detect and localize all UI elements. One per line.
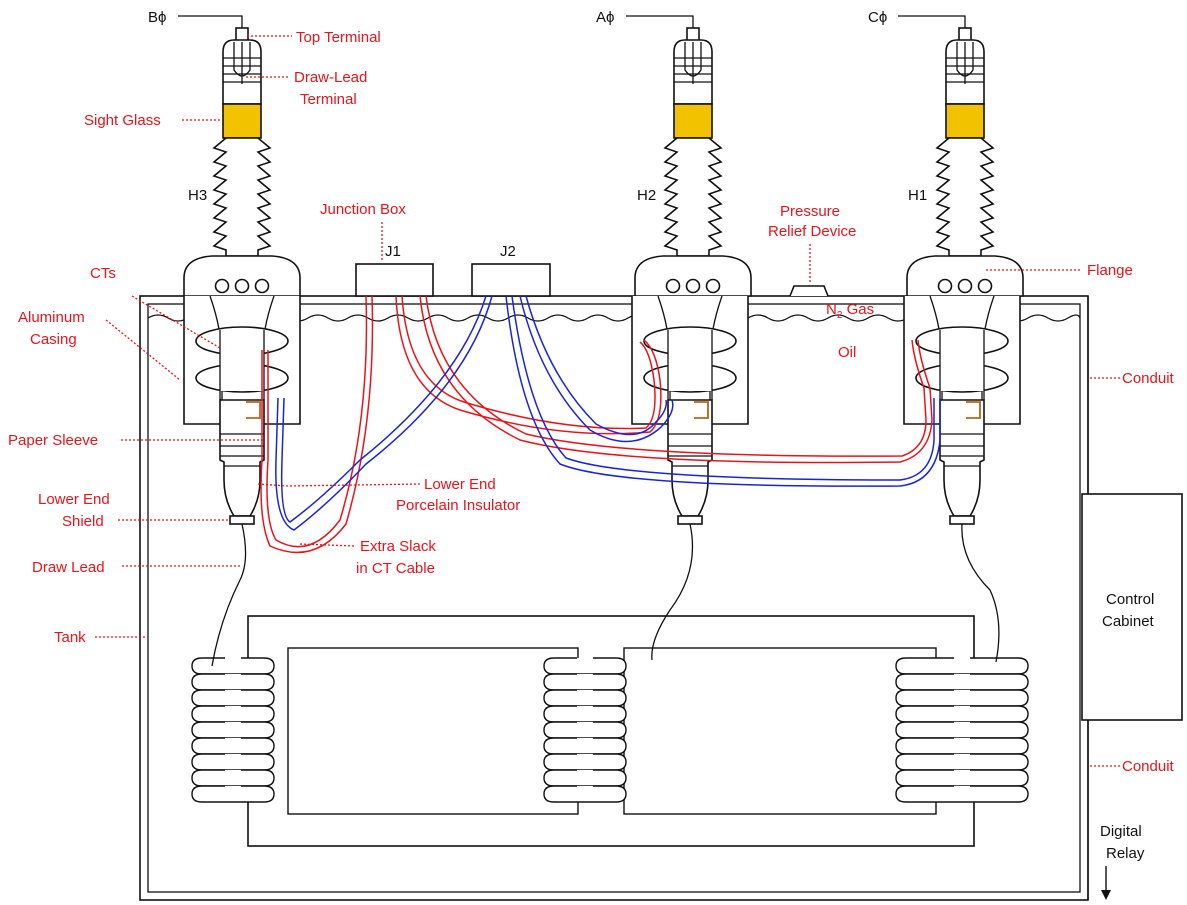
bushing-h1-label: H1 <box>908 187 927 204</box>
bushing-h2-label: H2 <box>637 187 656 204</box>
lower-end-shield-label-1: Lower End <box>38 491 110 508</box>
coil-turn <box>895 769 1029 787</box>
control-cabinet <box>1081 493 1183 721</box>
coil-right <box>895 657 1029 803</box>
coil-turn <box>191 657 275 675</box>
coil-turn <box>895 705 1029 723</box>
coil-turn <box>191 673 275 691</box>
phase-c-label: Cϕ <box>868 9 887 26</box>
coil-turn <box>543 753 627 771</box>
coil-turn <box>895 673 1029 691</box>
digital-relay-arrow <box>1101 866 1111 900</box>
coil-turn <box>191 753 275 771</box>
lower-end-porcelain-label-2: Porcelain Insulator <box>396 497 520 514</box>
phase-a-label: Aϕ <box>596 9 614 26</box>
coil-turn <box>895 737 1029 755</box>
coil-turn <box>543 673 627 691</box>
coil-left <box>191 657 275 803</box>
coil-turn <box>191 705 275 723</box>
coil-turn <box>543 769 627 787</box>
cts-label: CTs <box>90 265 116 282</box>
coil-turn <box>895 721 1029 739</box>
coil-turn <box>191 689 275 707</box>
coil-turn <box>543 705 627 723</box>
coil-turn <box>543 689 627 707</box>
conduit-upper-label: Conduit <box>1122 370 1175 387</box>
phase-b-lead <box>178 15 243 28</box>
junction-j2-label: J2 <box>500 243 516 260</box>
coil-turn <box>543 737 627 755</box>
coil-turn <box>895 785 1029 803</box>
leader-lines <box>95 35 1120 767</box>
phase-c-lead <box>898 15 966 28</box>
pressure-relief-label-2: Relief Device <box>768 223 856 240</box>
coil-center <box>543 657 627 803</box>
bushing-h3-label: H3 <box>188 187 207 204</box>
digital-relay-label-1: Digital <box>1100 823 1142 840</box>
draw-lead-label: Draw Lead <box>32 559 105 576</box>
junction-box-j1 <box>355 263 434 297</box>
tank-label: Tank <box>54 629 86 646</box>
conduit-lower-label: Conduit <box>1122 758 1175 775</box>
coil-turn <box>543 785 627 803</box>
phase-a-lead <box>626 15 694 28</box>
top-terminal-label: Top Terminal <box>296 29 381 46</box>
coil-turn <box>191 785 275 803</box>
coil-turn <box>543 657 627 675</box>
draw-lead-terminal-label-2: Terminal <box>300 91 357 108</box>
paper-sleeve-label: Paper Sleeve <box>8 432 98 449</box>
coil-turn <box>895 753 1029 771</box>
ct-cables <box>260 295 941 554</box>
phase-b-label: Bϕ <box>148 9 166 26</box>
draw-lead-terminal-label-1: Draw-Lead <box>294 69 367 86</box>
coil-turn <box>895 689 1029 707</box>
draw-lead-h2 <box>651 523 694 661</box>
coil-turn <box>895 657 1029 675</box>
aluminum-casing-label-2: Casing <box>30 331 77 348</box>
sight-glass-label: Sight Glass <box>84 112 161 129</box>
control-cabinet-label-2: Cabinet <box>1102 613 1155 630</box>
draw-lead-h3 <box>211 523 247 667</box>
flange-label: Flange <box>1087 262 1133 279</box>
extra-slack-label-1: Extra Slack <box>360 538 436 555</box>
coil-turn <box>191 737 275 755</box>
n2-gas-label: N2 Gas <box>826 301 874 321</box>
draw-lead-h1 <box>961 523 1000 663</box>
junction-j1-label: J1 <box>385 243 401 260</box>
control-cabinet-label-1: Control <box>1106 591 1154 608</box>
extra-slack-label-2: in CT Cable <box>356 560 435 577</box>
junction-box-label: Junction Box <box>320 201 406 218</box>
lower-end-shield-label-2: Shield <box>62 513 104 530</box>
coil-turn <box>191 769 275 787</box>
junction-box-j2 <box>471 263 551 297</box>
lower-end-porcelain-label-1: Lower End <box>424 476 496 493</box>
digital-relay-label-2: Relay <box>1106 845 1145 862</box>
pressure-relief-device <box>789 285 829 297</box>
aluminum-casing-label-1: Aluminum <box>18 309 85 326</box>
pressure-relief-label-1: Pressure <box>780 203 840 220</box>
oil-label: Oil <box>838 344 856 361</box>
coil-turn <box>191 721 275 739</box>
coil-turn <box>543 721 627 739</box>
